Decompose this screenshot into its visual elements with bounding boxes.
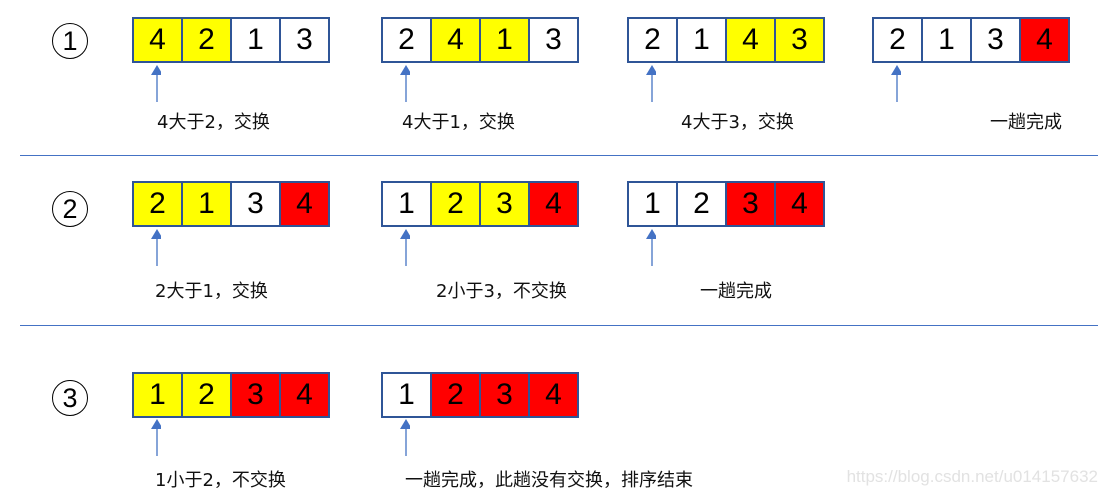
array-cell: 2 [383,19,432,61]
watermark: https://blog.csdn.net/u014157632 [846,467,1098,486]
pointer-arrow-icon [151,65,161,102]
step-caption: 2大于1，交换 [155,281,268,302]
array-cell: 4 [281,183,328,225]
array-cell: 3 [232,374,281,416]
array-cell: 2 [183,374,232,416]
pointer-arrow-icon [646,229,656,266]
pass-number-marker: 3 [52,380,88,416]
step-caption: 一趟完成 [700,281,772,302]
pointer-arrow-icon [646,65,656,102]
step-caption: 4大于2，交换 [157,112,270,133]
array-cell: 3 [776,19,823,61]
pass-number-marker: 1 [52,23,88,59]
pass-number-marker: 2 [52,191,88,227]
array-cell: 2 [432,183,481,225]
array-cell: 2 [874,19,923,61]
step-caption: 2小于3，不交换 [436,281,567,302]
array-cell: 3 [481,374,530,416]
array-cell: 4 [432,19,481,61]
array-cell: 2 [134,183,183,225]
array-cell: 3 [530,19,577,61]
array-cell: 3 [281,19,328,61]
row-separator [20,325,1098,326]
array-cell: 4 [776,183,823,225]
pointer-arrow-icon [400,229,410,266]
array-cell: 2 [183,19,232,61]
array-cell: 2 [629,19,678,61]
array-cell: 3 [727,183,776,225]
step-caption: 1小于2，不交换 [155,470,286,491]
array-cell: 1 [629,183,678,225]
array-cell: 2 [432,374,481,416]
array-cell: 3 [481,183,530,225]
pointer-arrow-icon [151,419,161,456]
array-cell: 4 [530,374,577,416]
pointer-arrow-icon [400,419,410,456]
array-cell: 1 [232,19,281,61]
pointer-arrow-icon [891,65,901,102]
step-caption: 4大于3，交换 [681,112,794,133]
array-cell: 4 [281,374,328,416]
array-cell: 4 [530,183,577,225]
step-caption: 4大于1，交换 [402,112,515,133]
array-cell: 1 [383,374,432,416]
pointer-arrow-icon [400,65,410,102]
pointer-arrow-icon [151,229,161,266]
array-cell: 4 [727,19,776,61]
array-cell: 4 [134,19,183,61]
row-separator [20,155,1098,156]
step-caption: 一趟完成，此趟没有交换，排序结束 [405,470,693,491]
array-cell: 2 [678,183,727,225]
array-cell: 1 [481,19,530,61]
array-cell: 1 [923,19,972,61]
array-cell: 1 [383,183,432,225]
array-cell: 1 [134,374,183,416]
array-cell: 4 [1021,19,1068,61]
step-caption: 一趟完成 [990,112,1062,133]
array-cell: 1 [183,183,232,225]
array-cell: 3 [972,19,1021,61]
array-cell: 1 [678,19,727,61]
array-cell: 3 [232,183,281,225]
